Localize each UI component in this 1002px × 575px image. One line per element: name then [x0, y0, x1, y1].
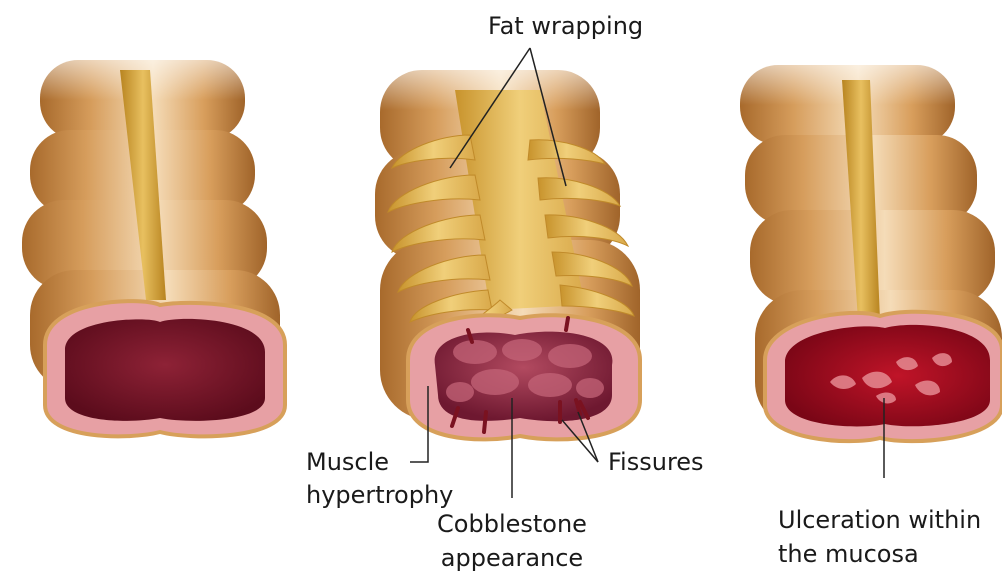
label-ulceration-line2: the mucosa: [778, 540, 919, 568]
label-fat-wrapping: Fat wrapping: [488, 12, 643, 40]
label-muscle-line1: Muscle: [306, 448, 389, 476]
crohns-bowel: [375, 50, 640, 439]
normal-bowel: [22, 40, 285, 436]
ulcerated-bowel: [740, 45, 1002, 441]
label-ulceration-line1: Ulceration within: [778, 506, 981, 534]
label-cobblestone-line2: appearance: [441, 544, 583, 572]
label-cobblestone-line1: Cobblestone: [437, 510, 587, 538]
label-fissures: Fissures: [608, 448, 704, 476]
label-muscle-line2: hypertrophy: [306, 481, 453, 509]
lumen-normal: [65, 319, 265, 421]
